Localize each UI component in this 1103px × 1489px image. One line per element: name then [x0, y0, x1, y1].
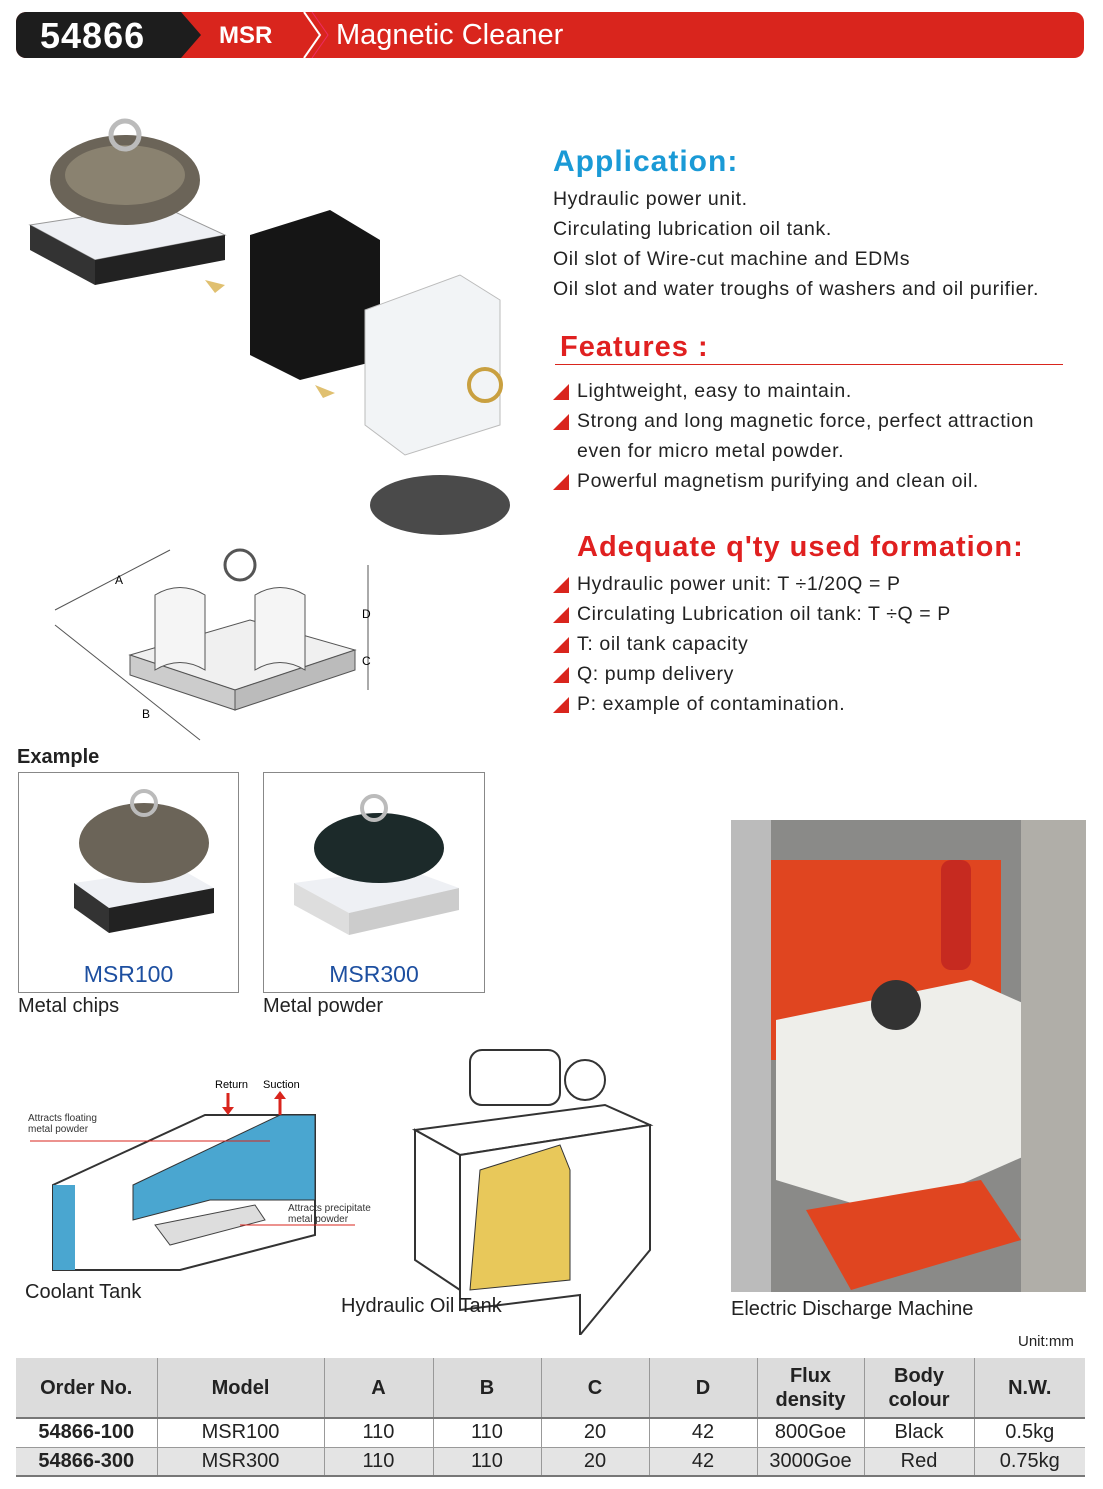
- col-header: Flux density: [756, 1358, 864, 1418]
- product-code: 54866: [40, 15, 146, 56]
- cell-flux: 800Goe: [756, 1417, 864, 1447]
- cell-colour: Red: [863, 1446, 974, 1477]
- example-card-msr100: MSR100: [18, 772, 239, 993]
- feature-item: Powerful magnetism purifying and clean o…: [553, 466, 1034, 496]
- hydraulic-tank-caption: Hydraulic Oil Tank: [341, 1295, 502, 1317]
- precipitate-powder-label: Attracts precipitate metal powder: [288, 1203, 371, 1225]
- application-item: Circulating lubrication oil tank.: [553, 218, 832, 240]
- table-header-row: Order No. Model A B C D Flux density Bod…: [16, 1358, 1085, 1418]
- formation-item: Circulating Lubrication oil tank: T ÷Q =…: [553, 599, 951, 629]
- cell-colour: Black: [863, 1417, 974, 1447]
- cell-c: 20: [540, 1417, 649, 1447]
- col-header: B: [432, 1358, 541, 1418]
- cell-d: 42: [648, 1417, 757, 1447]
- col-header: A: [323, 1358, 433, 1418]
- example-model-label: MSR100: [83, 961, 174, 987]
- features-heading: Features :: [560, 331, 709, 363]
- formation-item: P: example of contamination.: [553, 689, 951, 719]
- edm-caption: Electric Discharge Machine: [731, 1298, 974, 1320]
- col-header: Order No.: [16, 1358, 157, 1418]
- return-label: Return: [215, 1079, 248, 1091]
- cell-a: 110: [323, 1446, 433, 1477]
- header-bar: 54866 MSR Magnetic Cleaner: [16, 12, 1084, 58]
- cell-order-no: 54866-300: [16, 1446, 157, 1477]
- example-model-label: MSR300: [329, 961, 419, 987]
- table-row: 54866-300 MSR300 110 110 20 42 3000Goe R…: [16, 1446, 1085, 1477]
- cell-a: 110: [323, 1417, 433, 1447]
- triangle-bullet-icon: [553, 607, 569, 623]
- cell-model: MSR100: [156, 1417, 324, 1447]
- features-list: Lightweight, easy to maintain. Strong an…: [553, 376, 1034, 496]
- formation-item: Q: pump delivery: [553, 659, 951, 689]
- header-code-block: [16, 12, 201, 58]
- formation-item: T: oil tank capacity: [553, 629, 951, 659]
- application-item: Hydraulic power unit.: [553, 188, 748, 210]
- feature-item-continued: even for micro metal powder.: [577, 440, 845, 462]
- product-exploded-illustration: [28, 118, 510, 535]
- application-list: Hydraulic power unit. Circulating lubric…: [553, 184, 1039, 304]
- example-caption: Metal chips: [18, 995, 120, 1017]
- application-item: Oil slot of Wire-cut machine and EDMs: [553, 248, 911, 270]
- formation-list: Hydraulic power unit: T ÷1/20Q = P Circu…: [553, 569, 951, 719]
- col-header: Model: [156, 1358, 324, 1418]
- chevron-icon: [303, 12, 329, 58]
- table-row: 54866-100 MSR100 110 110 20 42 800Goe Bl…: [16, 1417, 1085, 1447]
- triangle-bullet-icon: [553, 637, 569, 653]
- spec-table: Order No. Model A B C D Flux density Bod…: [16, 1358, 1085, 1477]
- cell-model: MSR300: [156, 1446, 324, 1477]
- cell-d: 42: [648, 1446, 757, 1477]
- triangle-bullet-icon: [553, 474, 569, 490]
- dimension-label-b: B: [142, 707, 150, 721]
- dimension-label-c: C: [362, 654, 371, 668]
- dimension-diagram: A B C D: [54, 548, 371, 741]
- triangle-bullet-icon: [553, 577, 569, 593]
- formation-item: Hydraulic power unit: T ÷1/20Q = P: [553, 569, 951, 599]
- cell-c: 20: [540, 1446, 649, 1477]
- coolant-tank-caption: Coolant Tank: [25, 1281, 142, 1303]
- col-header: Body colour: [863, 1358, 974, 1418]
- example-caption: Metal powder: [263, 995, 384, 1017]
- example-card-msr300: MSR300: [263, 772, 485, 993]
- cell-b: 110: [432, 1446, 541, 1477]
- feature-item: Strong and long magnetic force, perfect …: [553, 406, 1034, 436]
- formation-heading: Adequate q'ty used formation:: [577, 531, 1024, 563]
- suction-label: Suction: [263, 1079, 300, 1091]
- triangle-bullet-icon: [553, 414, 569, 430]
- msr300-photo: [294, 794, 459, 935]
- col-header: D: [648, 1358, 757, 1418]
- cell-b: 110: [432, 1417, 541, 1447]
- cell-flux: 3000Goe: [756, 1446, 864, 1477]
- msr100-photo: [74, 789, 214, 933]
- triangle-bullet-icon: [553, 697, 569, 713]
- edm-photo: [731, 820, 1086, 1292]
- product-title: Magnetic Cleaner: [336, 19, 564, 51]
- col-header: N.W.: [973, 1358, 1085, 1418]
- floating-powder-label: Attracts floating metal powder: [28, 1113, 97, 1135]
- feature-item: Lightweight, easy to maintain.: [553, 376, 1034, 406]
- col-header: C: [540, 1358, 649, 1418]
- application-heading: Application:: [553, 145, 739, 178]
- triangle-bullet-icon: [553, 667, 569, 683]
- coolant-tank-diagram: Return Suction Attracts floating metal p…: [28, 1079, 371, 1271]
- example-heading: Example: [17, 746, 100, 768]
- dimension-label-d: D: [362, 607, 371, 621]
- triangle-bullet-icon: [553, 384, 569, 400]
- hydraulic-tank-diagram: [411, 1049, 654, 1335]
- cell-order-no: 54866-100: [16, 1417, 157, 1447]
- dimension-label-a: A: [115, 573, 123, 587]
- features-divider: [555, 364, 1063, 365]
- unit-label: Unit:mm: [1018, 1333, 1074, 1350]
- cell-weight: 0.75kg: [973, 1446, 1085, 1477]
- application-item: Oil slot and water troughs of washers an…: [553, 278, 1040, 300]
- cell-weight: 0.5kg: [973, 1417, 1085, 1447]
- series-label: MSR: [219, 22, 273, 49]
